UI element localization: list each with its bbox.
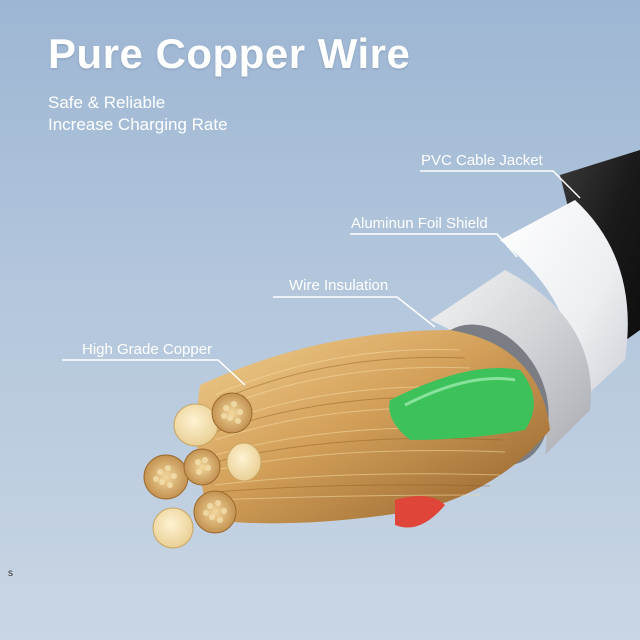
jacket-leader <box>420 170 581 199</box>
conductor-ends <box>152 403 262 549</box>
headline: Pure Copper Wire <box>48 30 411 77</box>
red-wire <box>395 496 445 528</box>
foil-leader <box>350 233 518 258</box>
strand-ends <box>143 392 253 534</box>
foil-shield <box>500 200 628 420</box>
subtitle-line-2: Increase Charging Rate <box>48 115 228 134</box>
callout-pvc-jacket: PVC Cable Jacket <box>421 152 543 169</box>
subtitle-line-1: Safe & Reliable <box>48 93 166 112</box>
green-wire <box>389 368 534 440</box>
copper-leader <box>62 359 246 386</box>
insulation-leader <box>273 296 436 328</box>
callout-foil-shield: Aluminun Foil Shield <box>351 215 488 232</box>
strand-dots <box>153 401 243 523</box>
callout-lines <box>62 170 581 386</box>
callout-high-grade-copper: High Grade Copper <box>82 341 213 358</box>
callout-wire-insulation: Wire Insulation <box>289 277 389 294</box>
corner-mark: s <box>8 568 13 579</box>
